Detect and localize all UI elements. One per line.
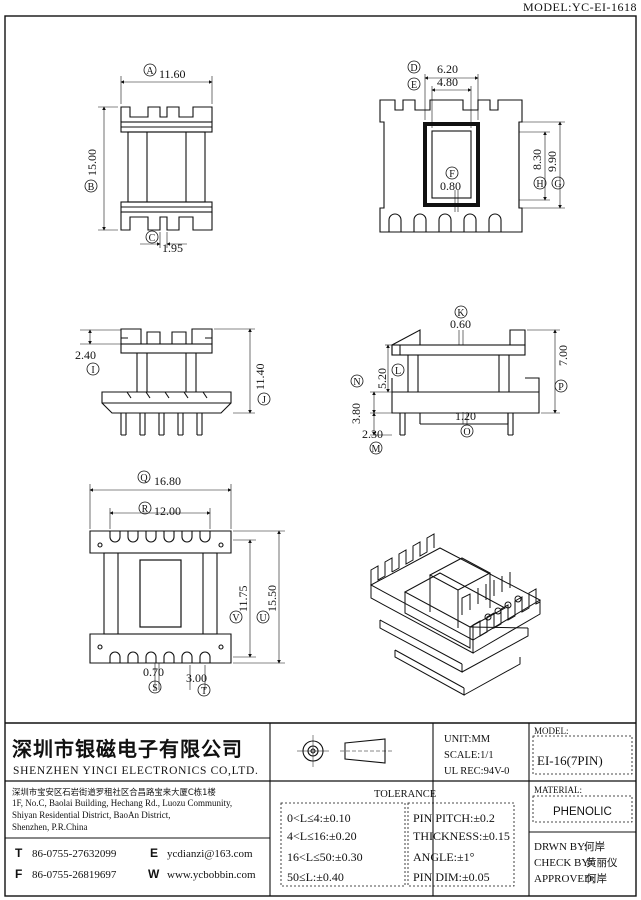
- dim-badges: A B C D E F H G I J K L N M O P Q R V U …: [84, 60, 568, 697]
- dim-G: 9.90: [545, 151, 559, 172]
- model-header: MODEL:YC-EI-1618: [523, 0, 637, 14]
- dim-J: 11.40: [253, 363, 267, 390]
- dim-L: 5.20: [375, 368, 389, 389]
- web-label: W: [148, 867, 160, 881]
- tolerance-title: TOLERANCE: [374, 789, 436, 800]
- dim-S: 0.70: [143, 665, 164, 679]
- sheet-border: [4, 15, 637, 897]
- model-value: EI-16(7PIN): [537, 753, 603, 768]
- badge-H: H: [536, 179, 543, 190]
- badge-L: L: [395, 366, 401, 377]
- address-en-1: 1F, No.C, Baolai Building, Hechang Rd., …: [12, 798, 232, 808]
- approved-value: 何岸: [586, 872, 607, 885]
- approved-label: APPROVED:: [534, 873, 595, 885]
- dim-E: 4.80: [437, 75, 458, 89]
- dim-T: 3.00: [186, 671, 207, 685]
- model-label: MODEL:: [534, 726, 569, 736]
- view-top: [379, 74, 565, 233]
- dim-K: 0.60: [450, 317, 471, 331]
- email-value: ycdianzi@163.com: [167, 848, 253, 860]
- company-name-en: SHENZHEN YINCI ELECTRONICS CO,LTD.: [13, 765, 259, 777]
- badge-K: K: [457, 308, 465, 319]
- dim-H: 8.30: [530, 149, 544, 170]
- badge-P: P: [558, 382, 564, 393]
- company-name-cn: 深圳市银磁电子有限公司: [12, 737, 243, 761]
- pin-dim: PIN DIM:±0.05: [413, 870, 490, 884]
- pin-pitch: PIN PITCH:±0.2: [413, 811, 495, 825]
- dim-P: 7.00: [556, 345, 570, 366]
- badge-I: I: [91, 365, 94, 376]
- badge-O: O: [463, 427, 470, 438]
- tel-label: T: [15, 846, 23, 860]
- scale-text: SCALE:1/1: [444, 750, 494, 761]
- view-side-left: [80, 328, 255, 436]
- tolerance-2: 4<L≤16:±0.20: [287, 829, 357, 843]
- dim-M: 2.30: [362, 427, 383, 441]
- thickness: THICKNESS:±0.15: [413, 829, 510, 843]
- dim-R: 12.00: [154, 504, 181, 518]
- dim-O: 1.20: [455, 409, 476, 423]
- badge-Q: Q: [140, 473, 148, 484]
- web-value: www.ycbobbin.com: [167, 869, 256, 881]
- dim-F: 0.80: [440, 179, 461, 193]
- dim-N: 3.80: [349, 403, 363, 424]
- dim-Q: 16.80: [154, 474, 181, 488]
- ul-text: UL REC:94V-0: [444, 766, 509, 777]
- tolerance-3: 16<L≤50:±0.30: [287, 850, 363, 864]
- badge-C: C: [149, 233, 156, 244]
- dim-B: 15.00: [85, 149, 99, 176]
- dim-D: 6.20: [437, 62, 458, 76]
- unit-text: UNIT:MM: [444, 734, 491, 745]
- tolerance-1: 0<L≤4:±0.10: [287, 811, 351, 825]
- address-en-3: Shenzhen, P.R.China: [12, 822, 88, 832]
- check-label: CHECK BY:: [534, 857, 591, 869]
- badge-M: M: [372, 444, 381, 455]
- drwn-value: 何岸: [584, 840, 605, 853]
- view-isometric: [369, 533, 542, 696]
- fax-value: 86-0755-26819697: [32, 869, 117, 881]
- drwn-label: DRWN BY:: [534, 841, 587, 853]
- badge-V: V: [232, 613, 240, 624]
- address-en-2: Shiyan Residential District, BaoAn Distr…: [12, 810, 170, 820]
- view-side-right: [370, 329, 560, 436]
- tolerance-4: 50≤L:±0.40: [287, 870, 344, 884]
- badge-U: U: [259, 613, 267, 624]
- email-label: E: [150, 846, 158, 860]
- badge-R: R: [142, 504, 149, 515]
- badge-A: A: [146, 66, 154, 77]
- check-value: 黄丽仪: [586, 856, 618, 869]
- badge-E: E: [411, 80, 417, 91]
- title-block-frame: [5, 722, 636, 896]
- badge-S: S: [152, 683, 158, 694]
- address-cn: 深圳市宝安区石岩街道罗租社区合昌路宝来大厦C栋1楼: [12, 787, 216, 797]
- view-front: [98, 76, 213, 248]
- dim-U: 15.50: [265, 585, 279, 612]
- material-value: PHENOLIC: [553, 806, 612, 818]
- badge-F: F: [449, 169, 455, 180]
- badge-N: N: [353, 377, 360, 388]
- angle: ANGLE:±1°: [413, 850, 475, 864]
- view-bottom: [89, 484, 285, 690]
- tel-value: 86-0755-27632099: [32, 848, 117, 860]
- badge-J: J: [262, 395, 266, 406]
- badge-D: D: [410, 63, 417, 74]
- dim-C: 1.95: [162, 241, 183, 255]
- badge-G: G: [554, 179, 561, 190]
- material-label: MATERIAL:: [534, 785, 582, 795]
- badge-B: B: [88, 182, 95, 193]
- badge-T: T: [201, 686, 207, 697]
- dim-A: 11.60: [159, 67, 186, 81]
- dim-V: 11.75: [236, 585, 250, 612]
- dim-I: 2.40: [75, 348, 96, 362]
- fax-label: F: [15, 867, 22, 881]
